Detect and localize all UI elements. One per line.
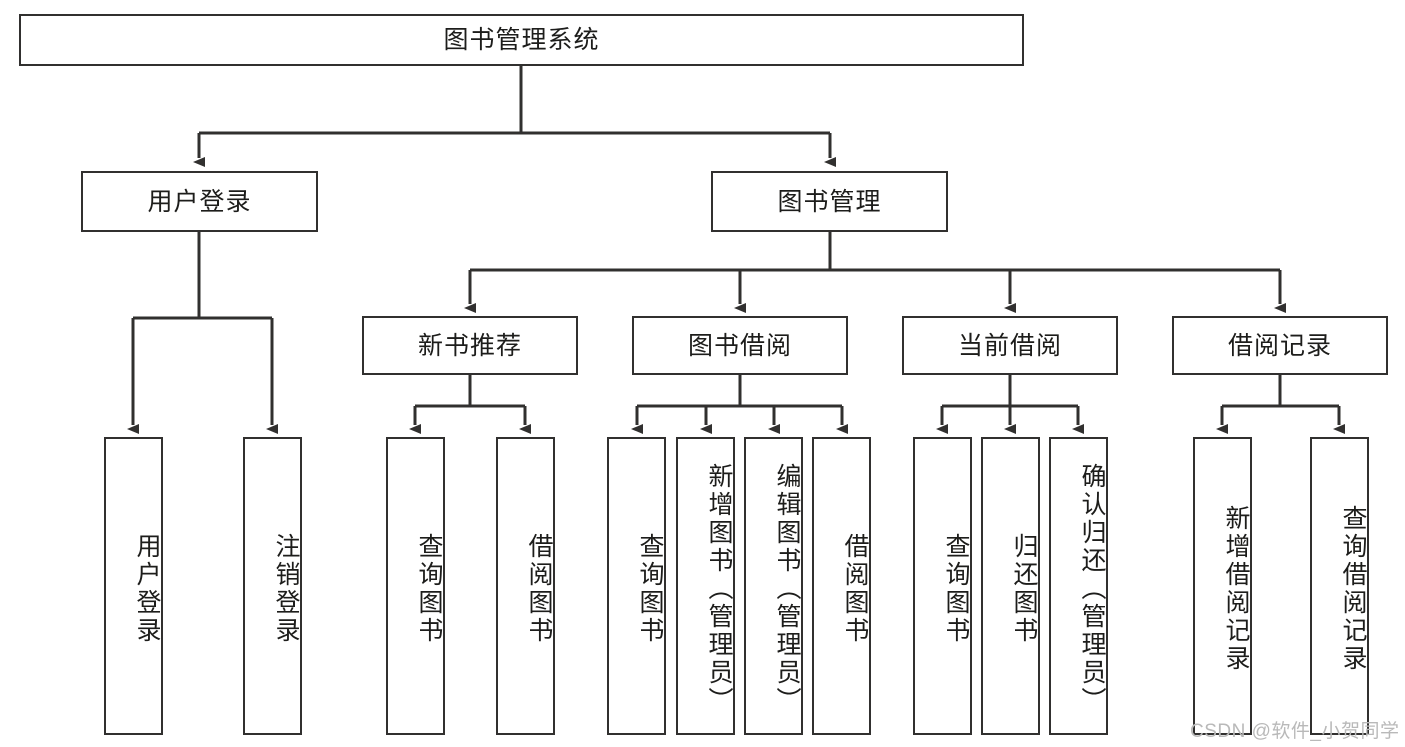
node-leaf-borrow-book-2-label: 借阅图书 <box>841 533 869 645</box>
node-leaf-confirm-return-label: 确认归还（管理员） <box>1078 463 1106 715</box>
node-leaf-add-book-label: 新增图书（管理员） <box>705 463 733 715</box>
node-leaf-add-record[interactable]: 新增借阅记录 <box>1193 437 1252 735</box>
node-leaf-edit-book[interactable]: 编辑图书（管理员） <box>744 437 803 735</box>
node-book-manage-label: 图书管理 <box>777 187 882 216</box>
edge-group-new-book-rec <box>409 375 531 434</box>
node-leaf-logout-login-label: 注销登录 <box>272 533 300 645</box>
node-leaf-query-book-2-label: 查询图书 <box>636 533 664 645</box>
node-leaf-logout-login[interactable]: 注销登录 <box>243 437 302 735</box>
node-book-borrow-label: 图书借阅 <box>687 331 792 360</box>
edge-group-book-manage <box>464 232 1286 313</box>
node-leaf-add-book[interactable]: 新增图书（管理员） <box>676 437 735 735</box>
node-borrow-record-label: 借阅记录 <box>1227 331 1332 360</box>
node-current-borrow-label: 当前借阅 <box>957 331 1062 360</box>
node-leaf-query-record-label: 查询借阅记录 <box>1339 505 1367 673</box>
node-new-book-rec-label: 新书推荐 <box>417 331 522 360</box>
csdn-watermark: CSDN @软件_小贺同学 <box>1190 721 1400 742</box>
node-book-borrow[interactable]: 图书借阅 <box>632 316 848 375</box>
node-leaf-add-record-label: 新增借阅记录 <box>1222 505 1250 673</box>
node-leaf-return-book-label: 归还图书 <box>1010 533 1038 645</box>
node-leaf-query-book-2[interactable]: 查询图书 <box>607 437 666 735</box>
node-leaf-query-book-1[interactable]: 查询图书 <box>386 437 445 735</box>
node-current-borrow[interactable]: 当前借阅 <box>902 316 1118 375</box>
node-leaf-edit-book-label: 编辑图书（管理员） <box>773 463 801 715</box>
edge-group-user-login <box>127 232 278 434</box>
node-leaf-user-login-label: 用户登录 <box>133 533 161 645</box>
edge-group-root <box>193 66 836 167</box>
node-user-login-label: 用户登录 <box>147 187 252 216</box>
node-new-book-rec[interactable]: 新书推荐 <box>362 316 578 375</box>
edge-group-current-borrow <box>936 375 1084 434</box>
node-user-login[interactable]: 用户登录 <box>81 171 318 232</box>
node-leaf-query-record[interactable]: 查询借阅记录 <box>1310 437 1369 735</box>
node-borrow-record[interactable]: 借阅记录 <box>1172 316 1388 375</box>
node-root-label: 图书管理系统 <box>443 26 600 54</box>
node-leaf-return-book[interactable]: 归还图书 <box>981 437 1040 735</box>
node-leaf-confirm-return[interactable]: 确认归还（管理员） <box>1049 437 1108 735</box>
node-leaf-borrow-book-1-label: 借阅图书 <box>525 533 553 645</box>
node-book-manage[interactable]: 图书管理 <box>711 171 948 232</box>
node-leaf-borrow-book-2[interactable]: 借阅图书 <box>812 437 871 735</box>
edge-group-book-borrow <box>631 375 848 434</box>
node-leaf-query-book-3[interactable]: 查询图书 <box>913 437 972 735</box>
node-leaf-query-book-3-label: 查询图书 <box>942 533 970 645</box>
node-leaf-borrow-book-1[interactable]: 借阅图书 <box>496 437 555 735</box>
edge-group-borrow-record <box>1216 375 1345 434</box>
node-leaf-user-login[interactable]: 用户登录 <box>104 437 163 735</box>
node-leaf-query-book-1-label: 查询图书 <box>415 533 443 645</box>
node-root[interactable]: 图书管理系统 <box>19 14 1024 66</box>
